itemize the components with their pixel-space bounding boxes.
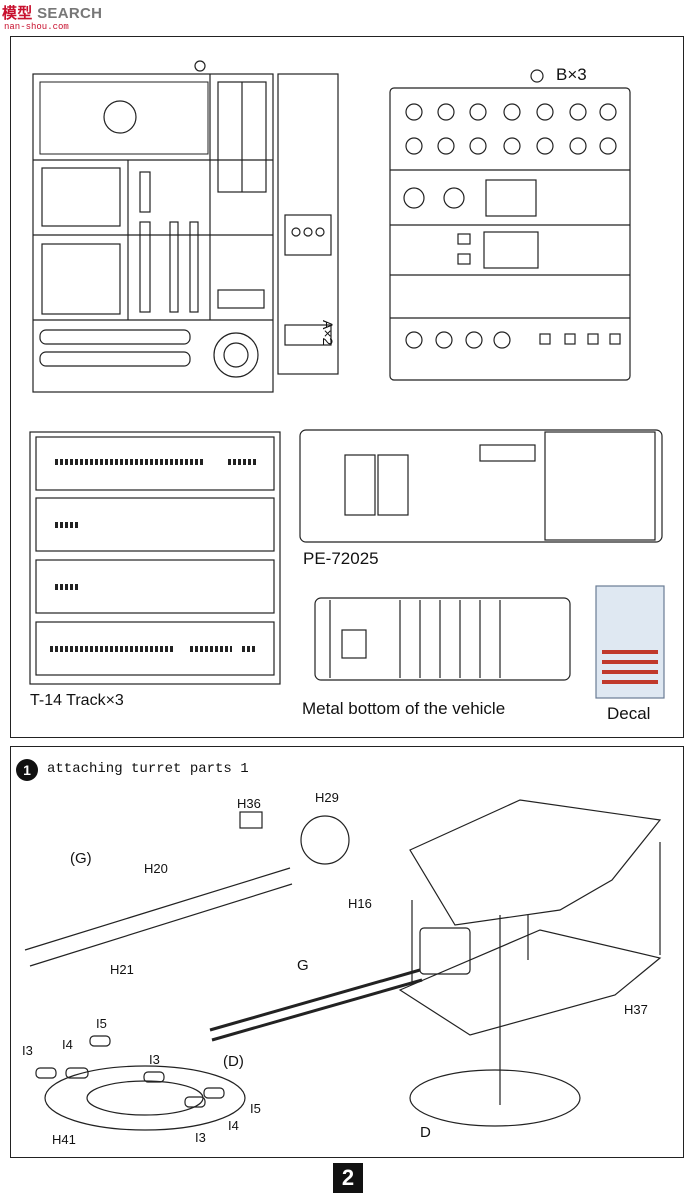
barrel-drawing — [24, 811, 471, 1042]
sprue-a-drawing — [32, 60, 339, 393]
callout-d: D — [420, 1124, 431, 1141]
track-drawing — [29, 431, 281, 685]
callout-i5-right: I5 — [250, 1101, 261, 1116]
callout-d-paren: (D) — [223, 1053, 244, 1070]
callout-i3-bottom: I3 — [195, 1130, 206, 1145]
callout-h36: H36 — [237, 796, 261, 811]
sprue-a-quantity: A×2 — [320, 320, 336, 346]
callout-h21: H21 — [110, 962, 134, 977]
watermark-text-en: SEARCH — [37, 5, 103, 22]
callout-i3-left: I3 — [22, 1043, 33, 1058]
metal-bottom-drawing — [314, 597, 571, 681]
watermark-text-cn: 模型 — [2, 5, 33, 22]
sprue-b-drawing — [389, 69, 631, 381]
callout-h20: H20 — [144, 861, 168, 876]
step-number-badge: 1 — [16, 759, 38, 781]
callout-h41: H41 — [52, 1132, 76, 1147]
callout-i4-right: I4 — [228, 1118, 239, 1133]
watermark-logo: 模型 SEARCH — [2, 2, 102, 23]
parts-list-panel — [10, 36, 684, 738]
callout-h37: H37 — [624, 1002, 648, 1017]
callout-i3-mid: I3 — [149, 1052, 160, 1067]
callout-i4-left: I4 — [62, 1037, 73, 1052]
step-title: attaching turret parts 1 — [47, 761, 249, 777]
metal-bottom-label: Metal bottom of the vehicle — [302, 699, 506, 718]
step-panel — [10, 746, 684, 1158]
watermark-url: nan-shou.com — [4, 22, 69, 32]
callout-h29: H29 — [315, 790, 339, 805]
turret-ring-drawing — [35, 1035, 246, 1131]
sprue-b-quantity: B×3 — [556, 65, 587, 84]
pe-fret-drawing — [299, 429, 663, 543]
decal-sheet-drawing — [595, 585, 665, 699]
decal-label: Decal — [607, 704, 651, 723]
callout-g-paren: (G) — [70, 850, 92, 867]
page-number: 2 — [333, 1163, 363, 1193]
track-label: T-14 Track×3 — [30, 692, 124, 709]
turret-drawing — [398, 799, 662, 1127]
pe-label: PE-72025 — [303, 549, 379, 568]
callout-h16: H16 — [348, 896, 372, 911]
callout-g: G — [297, 957, 309, 974]
callout-i5-top: I5 — [96, 1016, 107, 1031]
